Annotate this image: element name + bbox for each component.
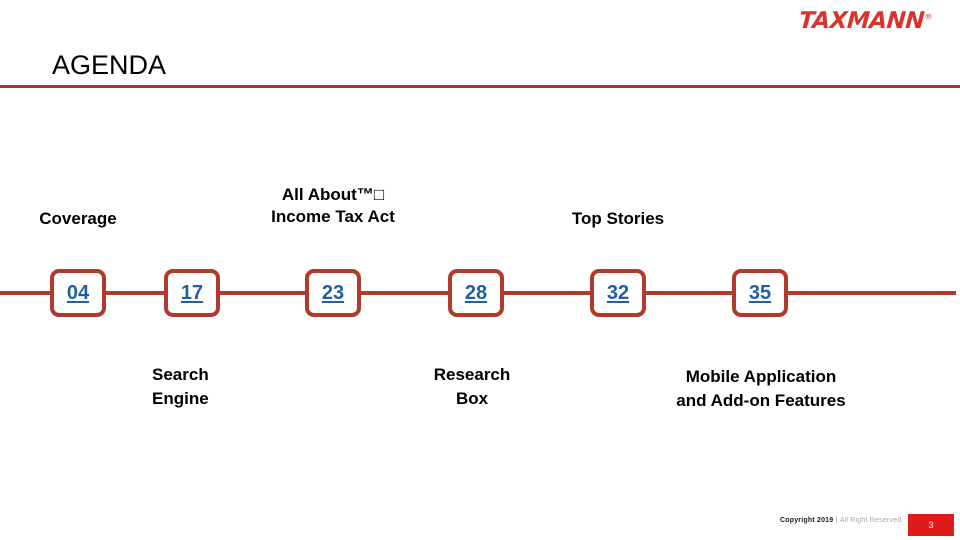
footer-copyright: Copyright 2019 | All Right Reserved [780,517,901,524]
logo-wordmark: TAXMANN [798,8,926,34]
timeline-badge-28[interactable]: 28 [448,269,504,317]
timeline-badge-35[interactable]: 35 [732,269,788,317]
timeline-badge-35-number: 35 [748,281,772,304]
timeline-badge-32-number: 32 [606,281,630,304]
search-engine-line-2: Engine [152,389,209,409]
mobile-application-line-2: and Add-on Features [676,391,846,411]
footer-copyright-text: Copyright 2019 [780,517,834,524]
all-about-line-1: All About™□ [281,185,385,204]
timeline-badge-32[interactable]: 32 [590,269,646,317]
timeline-label-search-engine: Search Engine [152,363,312,411]
all-about-line-2: Income Tax Act [271,207,395,227]
search-engine-line-1: Search [152,365,209,384]
page-title: AGENDA [52,50,167,80]
research-box-line-1: Research [433,365,511,384]
timeline-label-research-box: Research Box [392,363,552,411]
footer-separator: | [835,517,838,524]
title-divider [0,85,960,88]
timeline-label-mobile-application: Mobile Application and Add-on Features [630,365,892,413]
timeline-badge-17-number: 17 [180,281,204,304]
timeline-badge-28-number: 28 [464,281,488,304]
registered-trademark-icon: ® [924,12,933,22]
mobile-application-line-1: Mobile Application [685,367,837,386]
timeline-badge-23-number: 23 [321,281,345,304]
timeline-badge-04[interactable]: 04 [50,269,106,317]
timeline-badge-23[interactable]: 23 [305,269,361,317]
timeline-label-top-stories: Top Stories [571,209,665,228]
taxmann-logo: TAXMANN® [798,8,932,34]
page-number-badge: 3 [908,514,954,536]
research-box-line-2: Box [455,389,489,409]
timeline-badge-17[interactable]: 17 [164,269,220,317]
timeline-label-all-about-income-tax-act: All About™□ Income Tax Act [238,184,428,229]
timeline-badge-04-number: 04 [66,281,90,304]
page-number: 3 [928,520,934,530]
footer-rights-text: All Right Reserved [839,517,902,524]
timeline-label-coverage: Coverage [39,209,117,228]
